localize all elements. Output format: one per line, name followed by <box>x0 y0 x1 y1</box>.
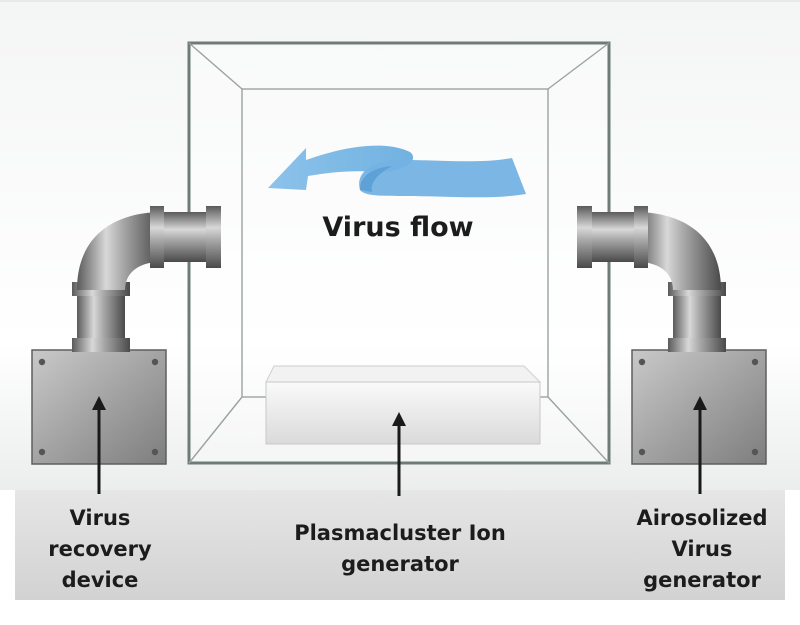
top-edge <box>0 0 800 2</box>
elbow-pipe-icon-right <box>577 206 726 352</box>
virus-flow-label: Virus flow <box>322 212 474 243</box>
flow-arrow-icon <box>268 145 526 198</box>
elbow-pipe-icon <box>72 206 221 352</box>
virus-recovery-device-label: Virus recovery device <box>48 506 152 592</box>
floor <box>15 490 785 600</box>
bottom-margin <box>15 600 785 621</box>
arrow-up-icon-center <box>392 412 406 496</box>
arrow-up-icon <box>92 396 106 494</box>
airosolized-virus-generator-label: Airosolized Virus generator <box>636 506 768 592</box>
arrow-up-icon-right <box>693 396 707 494</box>
plasmacluster-generator <box>265 365 542 445</box>
plasmacluster-ion-generator-label: Plasmacluster Ion generator <box>294 521 506 576</box>
